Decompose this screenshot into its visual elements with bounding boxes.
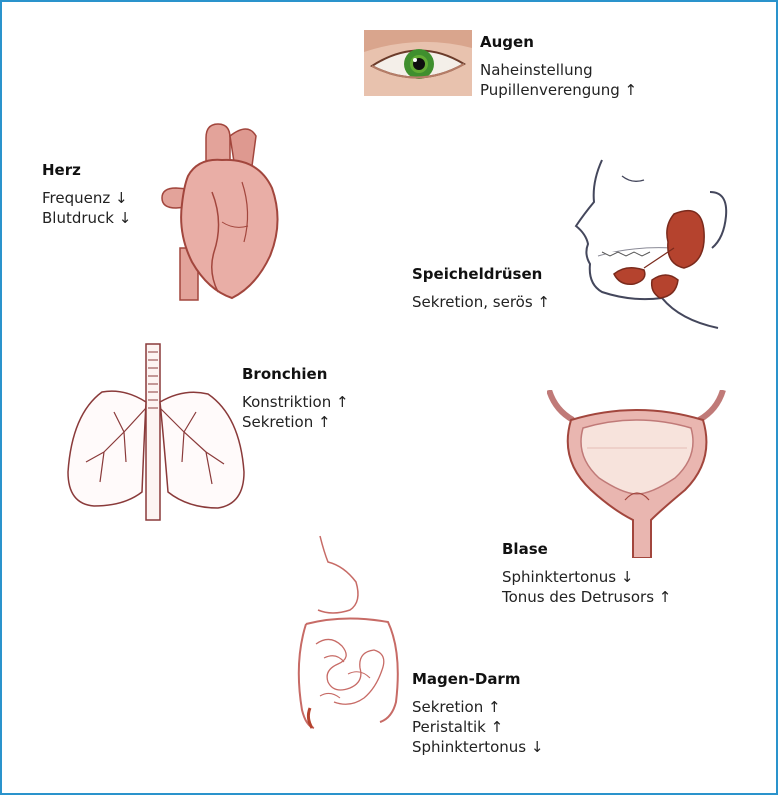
organ-label-bronchien: Bronchien Konstriktion ↑ Sekretion ↑ — [242, 364, 349, 432]
organ-effect: Sekretion, serös ↑ — [412, 292, 550, 312]
organ-effect: Sphinktertonus ↓ — [412, 737, 543, 757]
organ-label-blase: Blase Sphinktertonus ↓ Tonus des Detruso… — [502, 539, 671, 607]
salivary-gland-icon — [562, 152, 742, 332]
organ-effect: Pupillenverengung ↑ — [480, 80, 637, 100]
organ-title: Bronchien — [242, 364, 349, 384]
organ-effect: Tonus des Detrusors ↑ — [502, 587, 671, 607]
organ-effect: Naheinstellung — [480, 60, 637, 80]
organ-label-magen-darm: Magen-Darm Sekretion ↑ Peristaltik ↑ Sph… — [412, 669, 543, 757]
organ-label-herz: Herz Frequenz ↓ Blutdruck ↓ — [42, 160, 131, 228]
organ-effect: Konstriktion ↑ — [242, 392, 349, 412]
organ-title: Speicheldrüsen — [412, 264, 550, 284]
organ-label-speicheldruesen: Speicheldrüsen Sekretion, serös ↑ — [412, 264, 550, 312]
bladder-icon — [547, 390, 727, 558]
heart-icon — [152, 122, 287, 302]
organ-label-augen: Augen Naheinstellung Pupillenverengung ↑ — [480, 32, 637, 100]
organ-title: Augen — [480, 32, 637, 52]
organ-effect: Sekretion ↑ — [412, 697, 543, 717]
organ-effect: Peristaltik ↑ — [412, 717, 543, 737]
organ-title: Blase — [502, 539, 671, 559]
organ-title: Magen-Darm — [412, 669, 543, 689]
organ-effect: Frequenz ↓ — [42, 188, 131, 208]
eye-icon — [364, 30, 472, 96]
organ-effect: Sekretion ↑ — [242, 412, 349, 432]
organ-effect: Sphinktertonus ↓ — [502, 567, 671, 587]
lungs-icon — [64, 342, 250, 522]
organ-effect: Blutdruck ↓ — [42, 208, 131, 228]
organ-title: Herz — [42, 160, 131, 180]
intestine-icon — [284, 532, 424, 732]
